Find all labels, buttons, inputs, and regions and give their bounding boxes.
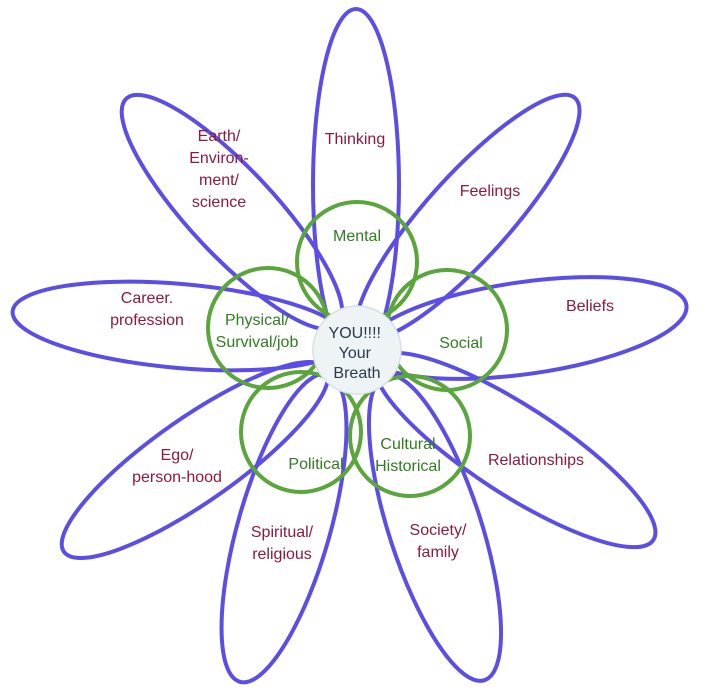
ring-social — [385, 268, 509, 392]
ring-label-physical: Physical/Survival/job — [216, 312, 299, 351]
ring-mental — [295, 200, 419, 324]
ring-label-line: Political — [288, 456, 343, 473]
center-line-3: Breath — [333, 365, 380, 382]
petal-label-thinking: Thinking — [325, 131, 385, 148]
petal-label-line: Ego/ — [161, 447, 194, 464]
center-node: YOU!!!! Your Breath — [312, 305, 402, 395]
ring-label-line: Social — [439, 335, 483, 352]
ring-label-line: Historical — [375, 458, 441, 475]
petal-label-line: Relationships — [488, 452, 584, 469]
petal-label-feelings: Feelings — [460, 183, 520, 200]
petal-label-beliefs: Beliefs — [566, 298, 614, 315]
petal-label-line: Spiritual/ — [251, 524, 314, 541]
center-line-2: Your — [339, 345, 372, 362]
petal-label-line: science — [192, 194, 246, 211]
petal-label-career: Career. profession — [110, 290, 184, 329]
petal-label-spiritual: Spiritual/religious — [251, 524, 314, 563]
ring-label-social: Social — [439, 335, 483, 352]
ring-label-line: Cultural — [380, 436, 435, 453]
ring-label-political: Political — [288, 456, 343, 473]
petal-label-line: religious — [252, 546, 312, 563]
petal-label-line: Earth/ — [198, 128, 241, 145]
petal-label-line: Feelings — [460, 183, 520, 200]
petal-label-line: Environ- — [189, 150, 249, 167]
petal-label-line: ment/ — [199, 172, 240, 189]
petal-label-society: Society/family — [410, 522, 467, 561]
petal-label-line: profession — [110, 312, 184, 329]
center-label: YOU!!!! Your Breath — [329, 325, 386, 382]
petal-label-line: person-hood — [132, 469, 222, 486]
ring-political — [239, 370, 363, 494]
petal-label-line: Thinking — [325, 131, 385, 148]
ring-cultural — [348, 374, 472, 498]
ring-label-mental: Mental — [333, 228, 381, 245]
petal-labels-layer: ThinkingFeelingsBeliefsRelationshipsSoci… — [110, 128, 614, 563]
center-line-1: YOU!!!! — [329, 325, 381, 342]
petal-label-earth: Earth/Environ-ment/science — [189, 128, 249, 211]
ring-label-line: Physical/ — [225, 312, 290, 329]
petal-label-relationships: Relationships — [488, 452, 584, 469]
center-circle — [312, 305, 402, 395]
petal-label-ego: Ego/person-hood — [132, 447, 222, 486]
petal-label-line: Society/ — [410, 522, 467, 539]
petal-label-line: family — [417, 544, 459, 561]
petal-label-line: Career. — [121, 290, 173, 307]
ring-label-line: Mental — [333, 228, 381, 245]
petal-label-line: Beliefs — [566, 298, 614, 315]
ring-label-line: Survival/job — [216, 334, 299, 351]
